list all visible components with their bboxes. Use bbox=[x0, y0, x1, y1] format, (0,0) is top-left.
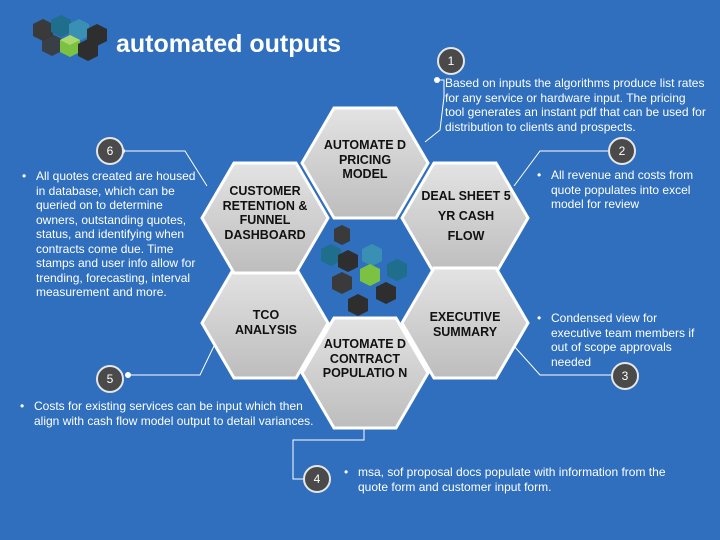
callout-text-6: All quotes created are housed in databas… bbox=[22, 169, 202, 300]
hex-label-tco-analysis: TCO ANALYSIS bbox=[234, 308, 298, 337]
logo-cubes-icon bbox=[33, 15, 107, 61]
callout-text-5: Costs for existing services can be input… bbox=[20, 399, 316, 428]
hex-label-executive-summary: EXECUTIVE SUMMARY bbox=[429, 310, 501, 339]
page-title: automated outputs bbox=[116, 30, 341, 58]
callout-text-4: msa, sof proposal docs populate with inf… bbox=[344, 465, 698, 494]
hex-pricing bbox=[300, 106, 430, 220]
callout-badge-5: 5 bbox=[96, 365, 124, 393]
hex-label-pricing: AUTOMATE D PRICING MODEL bbox=[323, 138, 407, 181]
center-cubes-icon bbox=[321, 225, 407, 316]
callout-badge-1: 1 bbox=[437, 47, 465, 75]
hex-label-customer-retention: CUSTOMER RETENTION & FUNNEL DASHBOARD bbox=[222, 184, 308, 242]
hex-customer-retention bbox=[200, 161, 330, 275]
hex-label-contract-population: AUTOMATE D CONTRACT POPULATIO N bbox=[322, 337, 408, 380]
callout-badge-4: 4 bbox=[303, 465, 331, 493]
callout-text-2: All revenue and costs from quote populat… bbox=[537, 168, 720, 212]
callout-text-1: Based on inputs the algorithms produce l… bbox=[445, 76, 706, 134]
callout-badge-6: 6 bbox=[96, 137, 124, 165]
callout-text-3: Condensed view for executive team member… bbox=[537, 311, 711, 369]
hex-executive-summary bbox=[400, 266, 530, 380]
callout-badge-2: 2 bbox=[608, 137, 636, 165]
connector-lines bbox=[122, 79, 613, 480]
hex-contract-population bbox=[300, 316, 430, 430]
hex-label-deal-sheet: DEAL SHEET 5 YR CASH FLOW bbox=[421, 189, 511, 243]
